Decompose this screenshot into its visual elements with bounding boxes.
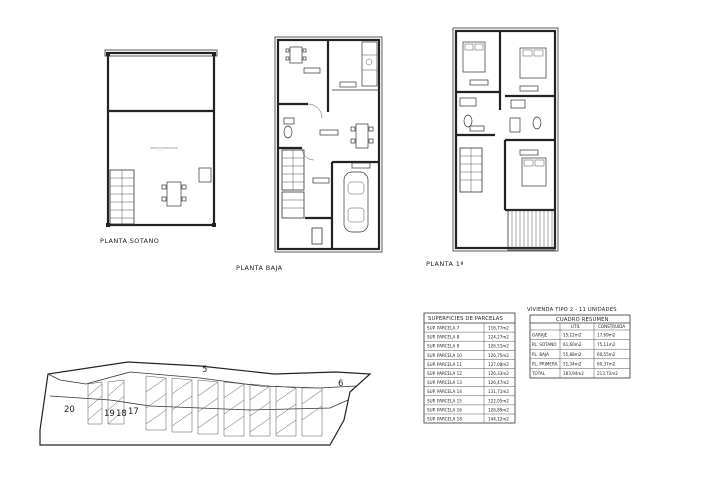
summary-row-util: 55,88m2 (563, 352, 582, 357)
summary-row-util: 61,60m2 (563, 342, 582, 347)
parcel-label: SUP. PARCELA 11 (427, 362, 462, 367)
parcel-row: SUP. PARCELA 18 144,12m2 (427, 417, 509, 422)
parcel-row: SUP. PARCELA 16 126,89m2 (424, 407, 515, 415)
parcel-label: SUP. PARCELA 18 (427, 417, 462, 422)
parcel-area: 122,05m2 (488, 398, 509, 403)
parcel-label: SUP. PARCELA 12 (427, 371, 462, 376)
parcel-area: 124,27m2 (488, 335, 509, 340)
first-floor-beds (462, 41, 547, 187)
parcel-label: SUP. PARCELA 9 (427, 344, 460, 349)
parcel-row: SUP. PARCELA 10 126,75m2 (424, 353, 515, 360)
parcel-label: SUP. PARCELA 13 (427, 380, 462, 385)
summary-row-label: PL. BAJA (532, 352, 549, 357)
summary-heading: VIVIENDA TIPO 2 - 11 UNIDADES (527, 307, 617, 313)
summary-row: PL. BAJA 55,88m2 60,55m2 (530, 352, 630, 360)
lot-number: 6 (338, 379, 343, 389)
lot-number: 18 (116, 409, 127, 419)
parcel-area: 126,51m2 (488, 344, 509, 349)
summary-row: PL. SOTANO 61,60m2 75,11m2 (530, 342, 630, 350)
parcel-area: 127,08m2 (488, 362, 509, 367)
summary-row: GARAJE 15,12m2 17,69m2 (530, 333, 630, 340)
summary-row-util: 51,34m2 (563, 361, 582, 366)
basement-floor-plan: ·· ·· ·· PLANTA SOTANO (100, 49, 218, 245)
summary-table: VIVIENDA TIPO 2 - 11 UNIDADES CUADRO RES… (527, 307, 631, 379)
lot-number: 20 (64, 405, 75, 415)
lot-number: 17 (128, 407, 139, 417)
first-floor-plan: PLANTA 1ª (426, 27, 559, 268)
summary-row-construida: 60,37m2 (597, 361, 616, 366)
parcel-row: SUP. PARCELA 13 126,47m2 (424, 380, 515, 387)
basement-room-tag: ·· ·· ·· (156, 149, 164, 153)
ground-living-set (350, 123, 374, 149)
parcel-label: SUP. PARCELA 10 (427, 353, 462, 358)
parcel-area: 144,12m2 (488, 417, 509, 422)
parcel-area: 126,75m2 (488, 353, 509, 358)
parcel-area: 126,33m2 (488, 371, 509, 376)
parcels-table: SUPERFICIES DE PARCELAS (423, 312, 516, 424)
ground-stair (281, 149, 305, 191)
summary-row-util: 183,94m2 (563, 371, 584, 376)
parcel-row: SUP. PARCELA 8 124,27m2 (424, 335, 515, 342)
summary-row-construida: 17,69m2 (597, 333, 616, 338)
parcel-row: SUP. PARCELA 14 131,71m2 (424, 389, 515, 397)
parcel-row: SUP. PARCELA 12 126,33m2 (424, 371, 515, 378)
site-plan: 20 19 18 17 6 5 (39, 361, 372, 446)
ground-floor-plan: PLANTA BAJA (236, 36, 383, 272)
garage-car (343, 171, 369, 233)
summary-row-label: PL. PRIMERA (532, 361, 558, 366)
lot-number: 19 (104, 409, 115, 419)
parcel-area: 116,77m2 (488, 326, 509, 331)
summary-row-label: PL. SOTANO (532, 342, 556, 347)
parcel-row: SUP. PARCELA 15 122,05m2 (424, 398, 515, 406)
summary-row-construida: 75,11m2 (597, 342, 616, 347)
summary-row-label: GARAJE (532, 333, 548, 338)
ground-dining-set (285, 46, 307, 64)
summary-title: CUADRO RESUMEN (556, 317, 609, 323)
summary-row-label: TOTAL (531, 371, 546, 376)
summary-row-construida: 60,55m2 (597, 352, 616, 357)
parcel-label: SUP. PARCELA 14 (427, 389, 462, 394)
terrace-hatch (507, 209, 556, 251)
summary-row: TOTAL 183,94m2 213,72m2 (531, 371, 618, 376)
summary-col-construida: CONSTRUIDA (598, 324, 625, 329)
summary-row-util: 15,12m2 (563, 333, 582, 338)
ground-floor-label: PLANTA BAJA (236, 264, 283, 272)
basement-dining-set (161, 181, 187, 207)
parcel-label: SUP. PARCELA 15 (427, 398, 462, 403)
parcel-label: SUP. PARCELA 7 (427, 326, 460, 331)
parcel-area: 131,71m2 (488, 389, 509, 394)
parcel-label: SUP. PARCELA 8 (427, 335, 460, 340)
first-floor-label: PLANTA 1ª (426, 260, 464, 268)
basement-label: PLANTA SOTANO (100, 237, 159, 245)
summary-row-construida: 213,72m2 (597, 371, 618, 376)
parcels-table-title: SUPERFICIES DE PARCELAS (428, 316, 503, 322)
lot-number: 5 (202, 365, 207, 375)
site-lots (87, 375, 323, 437)
parcel-row: SUP. PARCELA 11 127,08m2 (424, 362, 515, 369)
parcel-row: SUP. PARCELA 9 126,51m2 (424, 344, 515, 351)
summary-row: PL. PRIMERA 51,34m2 60,37m2 (530, 361, 630, 369)
basement-stair (109, 169, 135, 225)
parcel-label: SUP. PARCELA 16 (427, 407, 462, 412)
summary-col-util: UTIL (571, 324, 581, 329)
parcel-area: 126,47m2 (488, 380, 509, 385)
parcel-area: 126,89m2 (488, 407, 509, 412)
parcel-row: SUP. PARCELA 7 116,77m2 (424, 326, 515, 333)
